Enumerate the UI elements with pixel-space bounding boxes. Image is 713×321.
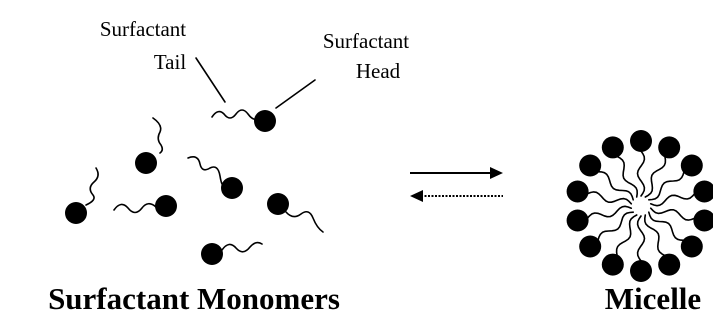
micelle-head [680,154,703,177]
monomer-tail [113,202,157,214]
reverse-arrow [410,190,503,202]
micelle-head [566,180,589,203]
micelle-head [680,235,703,258]
monomer [187,156,243,199]
micelle-tail [586,205,633,219]
monomer-head [201,243,223,265]
micelle-tail [649,207,696,221]
monomer-head [221,177,243,199]
micelle-tail [648,211,685,242]
monomer-tail [211,109,259,121]
micelle-tail [597,170,634,201]
monomer-head [267,193,289,215]
micelle-tail [636,215,646,262]
micelle-tail [586,191,633,205]
micelle-tail [649,193,696,207]
monomer [135,117,164,174]
micelle-head [579,235,602,258]
micelle-head [630,130,652,152]
micelle [566,130,713,282]
monomer [201,241,263,265]
micelle-head [566,209,589,232]
head-leader-line [275,79,316,109]
head-label-line1: Surfactant [323,29,409,53]
micelle-head [693,180,713,203]
monomer-labeled [211,109,276,132]
monomer-head [135,152,157,174]
micelle-head [658,253,681,276]
micelle-tail [597,211,634,242]
monomer-tail [152,117,164,154]
tail-leader-line [195,57,226,103]
micelle-head [601,136,624,159]
monomer-tail [221,241,263,253]
monomer-head [254,110,276,132]
tail-label-line2: Tail [154,50,187,74]
micelle-title: Micelle [605,281,701,316]
micelle-head [693,209,713,232]
equilibrium-arrows [410,167,503,202]
micelle-head [658,136,681,159]
head-label-line2: Head [356,59,401,83]
tail-label-line1: Surfactant [100,17,186,41]
surfactant-monomers [65,109,324,265]
forward-arrow [410,167,503,179]
micelle-head [601,253,624,276]
micelle-tail [616,155,638,198]
monomers-title: Surfactant Monomers [48,281,340,316]
micelle-tail [615,214,638,257]
monomer-tail [85,167,99,206]
monomer-tail [187,156,223,185]
monomer [65,167,99,224]
monomer-head [65,202,87,224]
micelle-head [579,154,602,177]
micelle-tail [648,170,685,201]
monomer [113,195,177,217]
micelle-tail [636,150,646,197]
micelle-head [630,260,652,282]
monomer-tail [285,210,324,233]
monomer [267,193,324,233]
micelle-tail [644,155,667,198]
micelle-tail [644,214,666,257]
monomer-head [155,195,177,217]
